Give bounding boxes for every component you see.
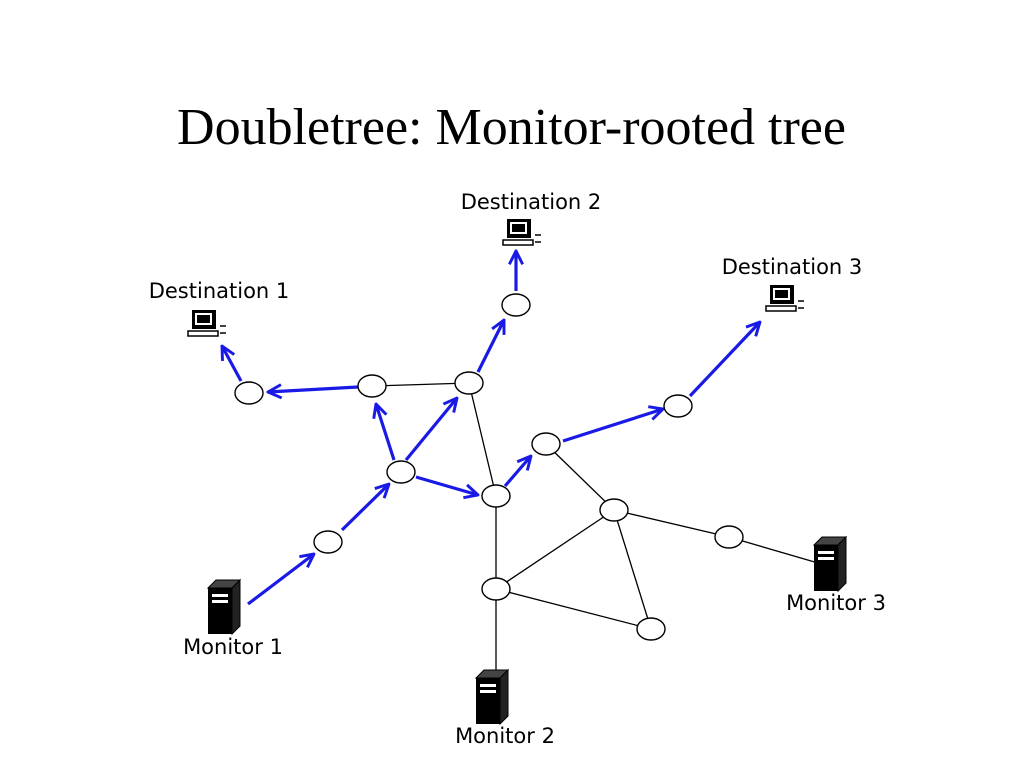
router-node (636, 617, 666, 641)
router-node (481, 484, 511, 508)
link (545, 443, 615, 511)
computer-icon (765, 285, 804, 312)
router-node (481, 577, 511, 601)
plain-links (371, 382, 819, 672)
router-node (663, 394, 693, 418)
tree-arrow (404, 398, 457, 462)
link (613, 509, 730, 538)
tree-arrow (503, 456, 531, 488)
destination-1-label: Destination 1 (149, 279, 290, 303)
monitor-3-label: Monitor 3 (786, 591, 886, 615)
router-node (386, 460, 416, 484)
tree-arrow (476, 320, 504, 373)
router-node (501, 293, 531, 317)
router-node (454, 371, 484, 395)
tree-arrow (340, 484, 389, 532)
server-icon (206, 578, 242, 636)
link (728, 536, 819, 564)
server-icon (474, 668, 510, 726)
router-node (714, 525, 744, 549)
tree-arrow (222, 346, 243, 382)
monitor-1-label: Monitor 1 (183, 635, 283, 659)
router-node (531, 432, 561, 456)
tree-arrow (376, 404, 396, 461)
router-node (234, 381, 264, 405)
computer-icon (187, 310, 226, 337)
router-node (357, 374, 387, 398)
tree-arrow (688, 322, 760, 398)
monitor-2-label: Monitor 2 (455, 724, 555, 748)
router-nodes (234, 293, 744, 641)
link (613, 509, 652, 630)
link (495, 588, 652, 630)
tree-arrow (247, 554, 314, 606)
router-node (313, 530, 343, 554)
link (495, 509, 615, 590)
destination-2-label: Destination 2 (461, 190, 602, 214)
computer-icon (502, 219, 541, 246)
tree-arrow (562, 409, 663, 443)
tree-arrow (415, 475, 478, 495)
link (468, 382, 497, 497)
link (371, 382, 470, 387)
tree-arrow (268, 387, 359, 392)
tree-arrows (222, 251, 760, 606)
slide-title: Doubletree: Monitor-rooted tree (177, 99, 846, 156)
server-icon (812, 535, 848, 593)
router-node (599, 498, 629, 522)
destination-3-label: Destination 3 (722, 255, 863, 279)
